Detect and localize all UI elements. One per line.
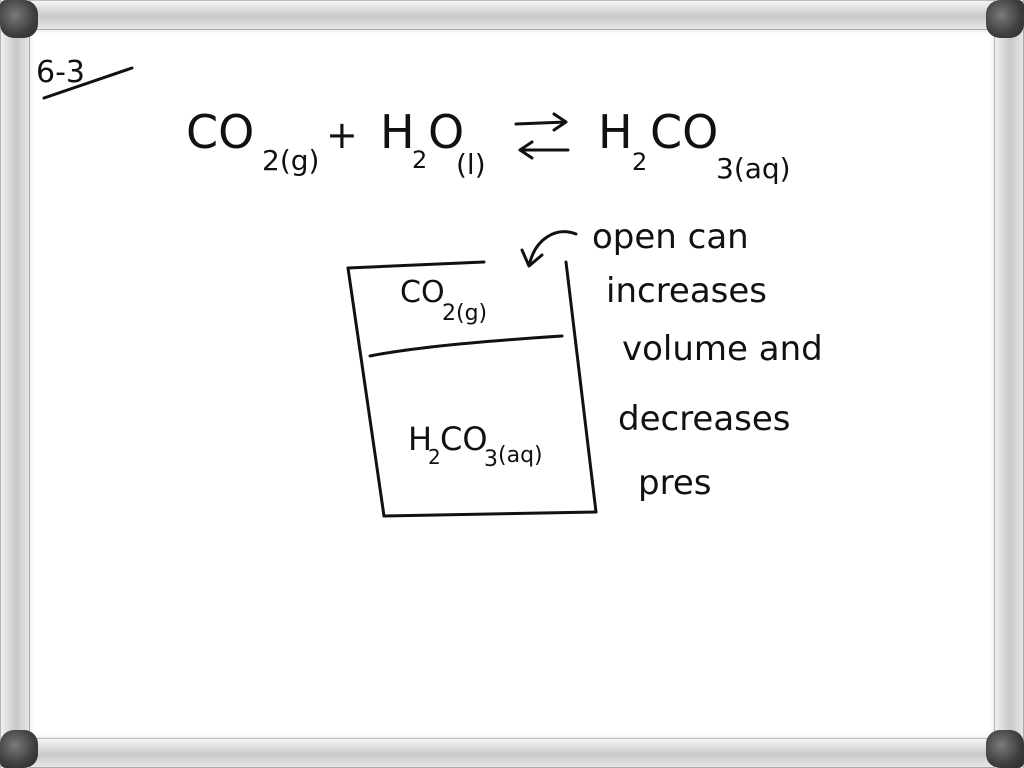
gas-subscript: 2(g) xyxy=(442,301,487,326)
corner-bracket-icon xyxy=(0,0,38,38)
can-right-side xyxy=(564,260,598,514)
frame-top xyxy=(0,0,1024,30)
gas-formula: CO xyxy=(400,275,445,310)
reverse-arrow-icon xyxy=(518,140,570,160)
reactant1-formula: CO xyxy=(186,105,254,159)
label-underline xyxy=(42,66,134,100)
can-bottom-edge xyxy=(382,510,598,518)
corner-bracket-icon xyxy=(0,730,38,768)
curved-arrow-icon xyxy=(520,230,578,268)
chemical-equation: CO 2(g) + H 2 O (l) H 2 CO 3(aq) xyxy=(186,105,791,185)
explanation-note: open can increases volume and decreases … xyxy=(592,217,823,503)
corner-bracket-icon xyxy=(986,730,1024,768)
note-line-3: volume and xyxy=(622,329,823,369)
can-top-edge xyxy=(346,260,486,270)
liquid-subscript-3: 3 xyxy=(484,447,498,472)
note-line-5: pres xyxy=(638,463,711,503)
note-line-4: decreases xyxy=(618,399,791,439)
product-subscript: 3(aq) xyxy=(716,152,791,185)
reactant2-subscript-2: 2 xyxy=(412,146,427,174)
product-formula-h: H xyxy=(598,105,633,159)
frame-right xyxy=(994,0,1024,768)
liquid-subscript-aq: (aq) xyxy=(498,443,543,468)
liquid-formula-co: CO xyxy=(440,420,488,458)
liquid-surface-line xyxy=(368,334,564,358)
can-diagram: CO 2(g) H 2 CO 3 (aq) xyxy=(346,260,598,518)
product-formula-co: CO xyxy=(650,105,718,159)
plus-sign: + xyxy=(326,113,358,157)
reactant1-subscript: 2(g) xyxy=(262,144,319,177)
corner-bracket-icon xyxy=(986,0,1024,38)
product-subscript-2: 2 xyxy=(632,148,647,176)
liquid-formula-h: H xyxy=(408,420,432,458)
reactant2-formula-o: O xyxy=(428,105,464,159)
note-line-1: open can xyxy=(592,217,749,257)
note-line-2: increases xyxy=(606,271,767,311)
reactant2-subscript: (l) xyxy=(456,148,486,181)
forward-arrow-icon xyxy=(514,112,568,132)
can-left-side xyxy=(346,266,386,518)
problem-label: 6-3 xyxy=(36,55,85,90)
frame-left xyxy=(0,0,30,768)
reactant2-formula-h: H xyxy=(380,105,415,159)
liquid-subscript-2: 2 xyxy=(428,445,441,469)
whiteboard-surface xyxy=(30,30,994,738)
